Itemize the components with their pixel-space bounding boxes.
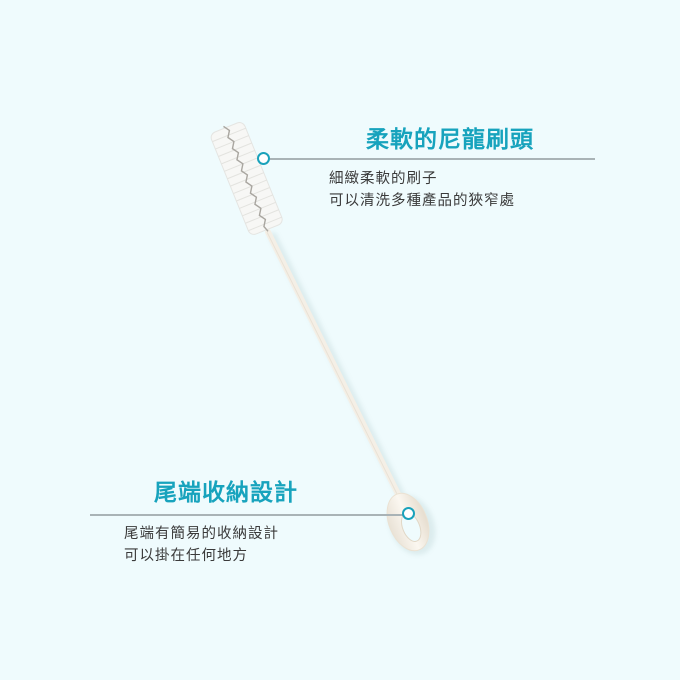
hanging-loop	[386, 492, 430, 552]
brush-handle	[265, 229, 401, 497]
tail-storage-title: 尾端收納設計	[154, 480, 298, 506]
brush-head-description-line-1: 細緻柔軟的刷子	[329, 171, 438, 187]
tail-storage-description-line-2: 可以掛在任何地方	[124, 548, 248, 564]
brush-head-leader-line	[270, 158, 595, 160]
brush-head-marker-icon	[257, 152, 270, 165]
nylon-brush-head	[210, 122, 283, 235]
brush-head-title: 柔軟的尼龍刷頭	[366, 127, 534, 153]
brush-head-description: 細緻柔軟的刷子 可以清洗多種產品的狹窄處	[329, 168, 515, 212]
tail-storage-description: 尾端有簡易的收納設計 可以掛在任何地方	[124, 523, 279, 567]
tail-storage-description-line-1: 尾端有簡易的收納設計	[124, 526, 279, 542]
tail-storage-leader-line	[90, 514, 403, 516]
brush-head-description-line-2: 可以清洗多種產品的狹窄處	[329, 193, 515, 209]
tail-storage-marker-icon	[402, 507, 415, 520]
